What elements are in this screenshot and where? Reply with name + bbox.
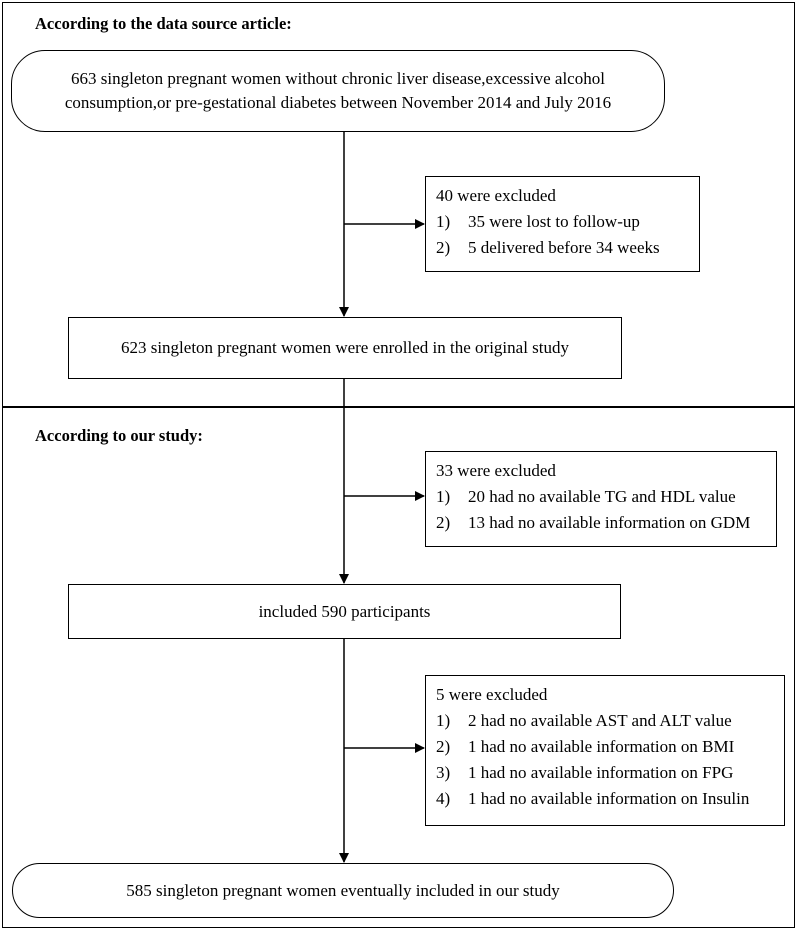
enrolled-text: 623 singleton pregnant women were enroll…: [120, 338, 570, 358]
exclusion-1-item: 2) 5 delivered before 34 weeks: [436, 238, 660, 257]
exclusion-1-item: 1) 35 were lost to follow-up: [436, 212, 640, 231]
section-frame-ours: [2, 406, 795, 928]
exclusion-2-item: 1) 20 had no available TG and HDL value: [436, 487, 736, 506]
final-population-box: 585 singleton pregnant women eventually …: [12, 863, 674, 918]
exclusion-1-title: 40 were excluded: [436, 186, 556, 205]
section-title-source: According to the data source article:: [35, 14, 292, 33]
exclusion-3-item: 1) 2 had no available AST and ALT value: [436, 711, 732, 730]
included-text: included 590 participants: [258, 601, 431, 621]
initial-population-line1: 663 singleton pregnant women without chr…: [71, 69, 605, 89]
exclusion-2-title: 33 were excluded: [436, 461, 556, 480]
final-population-text: 585 singleton pregnant women eventually …: [126, 880, 560, 900]
section-title-ours: According to our study:: [35, 426, 203, 445]
section-frame-source: [2, 2, 795, 408]
exclusion-box-1: 40 were excluded 1) 35 were lost to foll…: [425, 176, 700, 272]
exclusion-2-item: 2) 13 had no available information on GD…: [436, 513, 751, 532]
exclusion-3-item: 3) 1 had no available information on FPG: [436, 763, 734, 782]
exclusion-box-2: 33 were excluded 1) 20 had no available …: [425, 451, 777, 547]
exclusion-3-title: 5 were excluded: [436, 685, 548, 704]
included-box: included 590 participants: [68, 584, 621, 639]
initial-population-line2: consumption,or pre-gestational diabetes …: [64, 93, 612, 112]
exclusion-box-3: 5 were excluded 1) 2 had no available AS…: [425, 675, 785, 826]
enrolled-box: 623 singleton pregnant women were enroll…: [68, 317, 622, 379]
exclusion-3-item: 2) 1 had no available information on BMI: [436, 737, 735, 756]
initial-population-box: 663 singleton pregnant women without chr…: [11, 50, 665, 132]
exclusion-3-item: 4) 1 had no available information on Ins…: [436, 789, 750, 808]
